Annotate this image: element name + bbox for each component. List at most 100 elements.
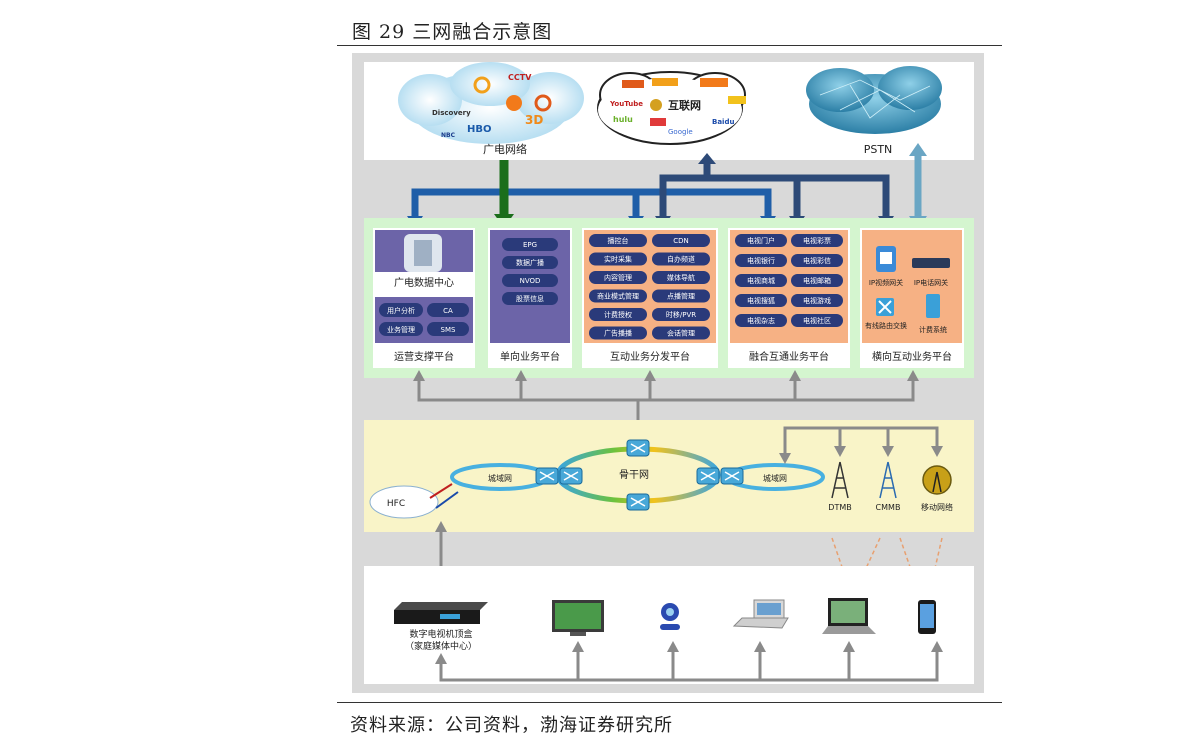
fusion-pill bbox=[735, 254, 787, 267]
interactive-pill bbox=[652, 308, 710, 321]
ops-platform: 广电数据中心 用户分析 CA 业务管理 SMS 运营支撑平台 bbox=[373, 228, 475, 368]
horizontal-item-0: IP视频网关 bbox=[869, 278, 903, 287]
fusion-item-6: 电视搜狐 bbox=[747, 296, 775, 305]
interactive-item-10: 广告播播 bbox=[604, 329, 632, 338]
ops-item-3: SMS bbox=[441, 326, 456, 334]
figure-source: 资料来源：公司资料，渤海证券研究所 bbox=[350, 715, 673, 736]
fusion-pill bbox=[791, 314, 843, 327]
internet-label: 互联网 bbox=[668, 98, 701, 112]
interactive-title: 互动业务分发平台 bbox=[610, 350, 690, 363]
logo-hbo: HBO bbox=[467, 124, 492, 135]
voice-gateway-icon bbox=[912, 258, 950, 268]
fusion-item-3: 电视彩信 bbox=[803, 256, 831, 265]
broadcast-label: 广电网络 bbox=[483, 142, 527, 156]
pstn-cloud: PSTN bbox=[806, 66, 942, 156]
interactive-pill bbox=[652, 252, 710, 266]
fusion-pill bbox=[791, 254, 843, 267]
interactive-pill bbox=[589, 252, 647, 266]
oneway-platform: EPG 数据广播 NVOD 股票信息 单向业务平台 bbox=[488, 228, 572, 368]
ops-item-0: 用户分析 bbox=[387, 306, 415, 315]
cmmb-tower-icon bbox=[879, 461, 897, 499]
fusion-item-5: 电视邮箱 bbox=[803, 276, 831, 285]
oneway-title: 单向业务平台 bbox=[500, 350, 560, 363]
interactive-item-3: 自办频道 bbox=[667, 255, 695, 264]
fusion-pill bbox=[791, 274, 843, 287]
stb-label: 数字电视机顶盒 bbox=[409, 628, 472, 640]
ops-item-2: 业务管理 bbox=[387, 325, 415, 334]
oneway-item-0: EPG bbox=[523, 241, 537, 249]
interactive-item-8: 计费授权 bbox=[604, 310, 632, 319]
metro-right-label: 城域网 bbox=[763, 473, 787, 483]
stb-sub-label: （家庭媒体中心） bbox=[405, 640, 477, 652]
interactive-item-9: 时移/PVR bbox=[666, 310, 696, 319]
interactive-pill bbox=[652, 289, 710, 303]
backbone-label: 骨干网 bbox=[619, 469, 649, 481]
datacenter-label: 广电数据中心 bbox=[394, 276, 454, 289]
fusion-pill bbox=[791, 294, 843, 307]
interactive-pill bbox=[589, 234, 647, 247]
fusion-item-2: 电视银行 bbox=[747, 256, 775, 265]
interactive-pill bbox=[652, 271, 710, 284]
broadcast-cloud: CCTV Discovery NBC HBO 3D 广电网络 bbox=[398, 62, 584, 156]
oneway-item-2: NVOD bbox=[520, 277, 541, 285]
logo-youtube: YouTube bbox=[609, 100, 643, 108]
laptop-icon bbox=[822, 598, 876, 634]
interactive-item-11: 会话管理 bbox=[667, 329, 695, 338]
interactive-pill bbox=[589, 326, 647, 340]
terminal-bus bbox=[439, 650, 939, 682]
title-rule bbox=[337, 45, 1002, 46]
interactive-item-6: 商业模式管理 bbox=[597, 292, 639, 301]
figure-title: 图 29 三网融合示意图 bbox=[352, 21, 553, 43]
fusion-platform: 电视门户电视彩票电视银行电视彩信电视商城电视邮箱电视搜狐电视游戏电视杂志电视社区… bbox=[728, 228, 850, 368]
source-rule bbox=[337, 702, 1002, 703]
fusion-pill bbox=[735, 294, 787, 307]
network-topology: 骨干网 城域网 城域网 HFC bbox=[369, 426, 953, 519]
logo-nbc: NBC bbox=[441, 132, 456, 139]
interactive-item-7: 点播管理 bbox=[667, 292, 695, 301]
interactive-item-2: 实时采集 bbox=[604, 255, 632, 264]
horizontal-item-1: IP电话网关 bbox=[914, 278, 948, 287]
internet-cloud: YouTube hulu Google Baidu 互联网 bbox=[597, 71, 746, 145]
fusion-item-4: 电视商城 bbox=[747, 276, 775, 285]
cmmb-label: CMMB bbox=[876, 503, 901, 512]
fusion-item-1: 电视彩票 bbox=[803, 236, 831, 245]
fusion-item-7: 电视游戏 bbox=[803, 296, 831, 305]
ops-item-1: CA bbox=[443, 307, 453, 315]
mobile-phone-icon bbox=[918, 600, 936, 634]
horizontal-item-2: 有线路由交换 bbox=[865, 321, 907, 330]
horizontal-platform: IP视频网关 IP电话网关 有线路由交换 计费系统 横向互动业务平台 bbox=[860, 228, 964, 368]
desk-phone-icon bbox=[732, 599, 789, 629]
billing-icon bbox=[926, 294, 940, 318]
television-icon bbox=[552, 600, 604, 636]
dtmb-tower-icon bbox=[831, 461, 849, 499]
terminals: 数字电视机顶盒 （家庭媒体中心） bbox=[394, 598, 936, 652]
interactive-item-0: 播控台 bbox=[608, 236, 629, 245]
fusion-pill bbox=[791, 234, 843, 247]
interactive-item-4: 内容管理 bbox=[604, 273, 632, 282]
fusion-pill bbox=[735, 274, 787, 287]
fusion-title: 融合互通业务平台 bbox=[749, 350, 829, 363]
fusion-pill bbox=[735, 234, 787, 247]
logo-baidu: Baidu bbox=[712, 118, 734, 126]
interactive-pill bbox=[652, 234, 710, 247]
network-band bbox=[364, 420, 974, 532]
interactive-pill bbox=[589, 289, 647, 303]
logo-3d: 3D bbox=[525, 113, 543, 127]
horizontal-title: 横向互动业务平台 bbox=[872, 350, 952, 363]
metro-left-label: 城域网 bbox=[488, 473, 512, 483]
oneway-item-3: 股票信息 bbox=[516, 294, 544, 303]
interactive-pill bbox=[589, 308, 647, 321]
logo-cctv: CCTV bbox=[508, 73, 532, 82]
logo-hulu: hulu bbox=[613, 115, 633, 124]
mobile-network-icon bbox=[922, 465, 952, 495]
interactive-item-1: CDN bbox=[673, 237, 689, 245]
horizontal-item-3: 计费系统 bbox=[919, 325, 947, 334]
logo-discovery: Discovery bbox=[432, 109, 471, 117]
mobile-label: 移动网络 bbox=[921, 502, 953, 512]
ops-title: 运营支撑平台 bbox=[394, 350, 454, 363]
webcam-icon bbox=[660, 603, 680, 630]
pstn-label: PSTN bbox=[864, 143, 893, 156]
fusion-item-9: 电视社区 bbox=[803, 316, 831, 325]
